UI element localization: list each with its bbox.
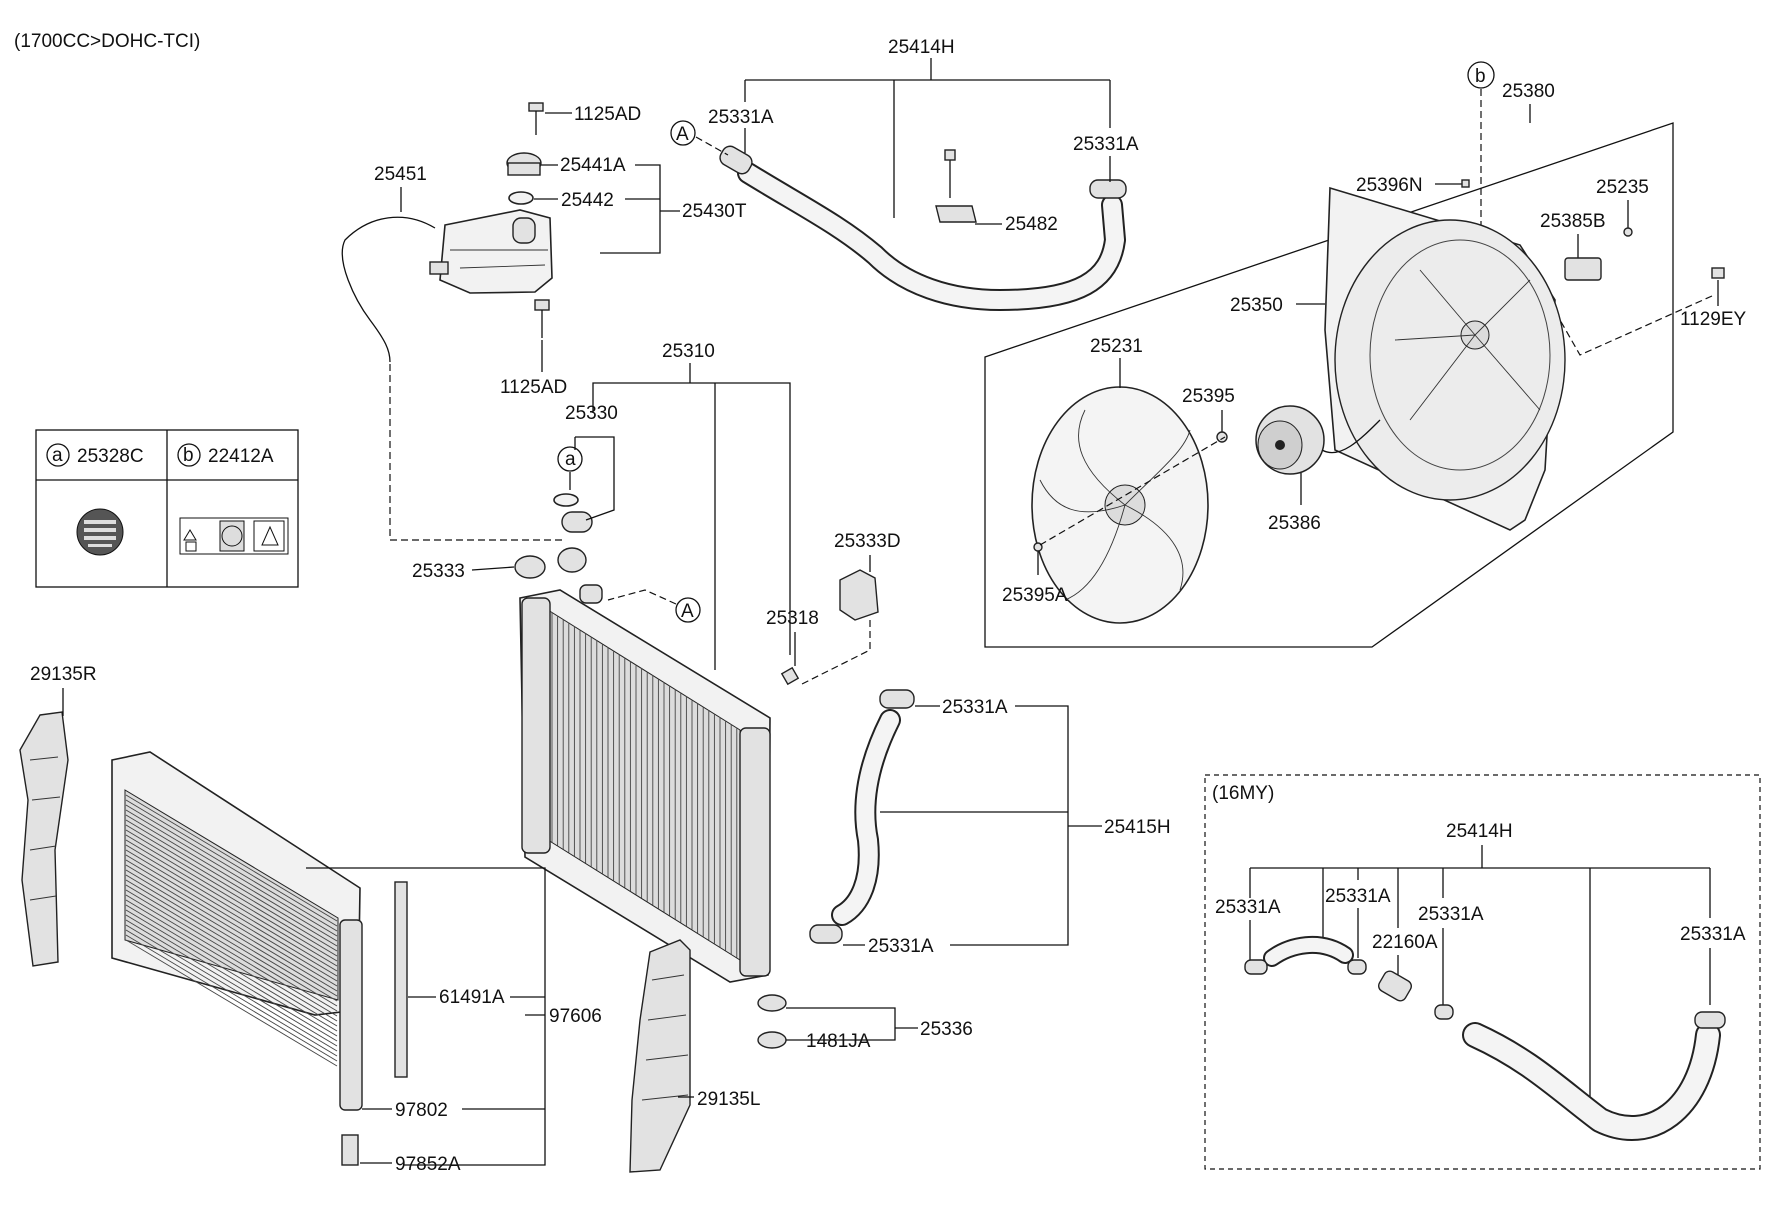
label-61491A: 61491A xyxy=(439,987,505,1008)
resistor-25385B xyxy=(1564,257,1602,281)
legend-part-a: 25328C xyxy=(77,446,144,467)
sticker-a-icon xyxy=(76,508,124,556)
label-25333D: 25333D xyxy=(834,531,901,552)
fan-blade-25231 xyxy=(1031,386,1209,624)
condenser-97606 xyxy=(111,751,408,1166)
callout-b-icon xyxy=(177,443,201,467)
legend-letter-a: a xyxy=(52,445,63,466)
label-1481JA: 1481JA xyxy=(806,1031,871,1052)
warning-label-icon xyxy=(179,517,289,555)
label-25333: 25333 xyxy=(412,561,465,582)
label-25350: 25350 xyxy=(1230,295,1283,316)
label-25415H: 25415H xyxy=(1104,817,1171,838)
inset-label-22160A: 22160A xyxy=(1372,932,1438,953)
inset-16my-title: (16MY) xyxy=(1212,783,1274,804)
label-25231: 25231 xyxy=(1090,336,1143,357)
label-25386: 25386 xyxy=(1268,513,1321,534)
label-25331A-top-right: 25331A xyxy=(1073,134,1139,155)
air-guard-29135L xyxy=(629,939,691,1173)
upper-hose-25414H xyxy=(719,145,1127,311)
label-25318: 25318 xyxy=(766,608,819,629)
callout-a-radiator-text: a xyxy=(565,449,576,470)
label-25380: 25380 xyxy=(1502,81,1555,102)
label-25430T: 25430T xyxy=(682,201,747,222)
label-1129EY: 1129EY xyxy=(1680,309,1747,330)
callout-a-icon xyxy=(46,443,70,467)
label-25442: 25442 xyxy=(561,190,614,211)
label-29135R: 29135R xyxy=(30,664,97,685)
label-1125AD-top: 1125AD xyxy=(574,104,641,125)
reservoir-tank-25430T xyxy=(341,102,553,363)
label-25385B: 25385B xyxy=(1540,211,1606,232)
inset-hoses xyxy=(1244,935,1726,1141)
label-25331A-top-left: 25331A xyxy=(708,107,774,128)
inset-label-25331A-4: 25331A xyxy=(1680,924,1746,945)
callout-a-radiator-icon xyxy=(557,446,583,472)
label-25310: 25310 xyxy=(662,341,715,362)
label-25451: 25451 xyxy=(374,164,427,185)
engine-note: (1700CC>DOHC-TCI) xyxy=(14,31,200,52)
label-1125AD-bottom: 1125AD xyxy=(500,377,567,398)
label-25482: 25482 xyxy=(1005,214,1058,235)
inset-16my-frame xyxy=(1204,774,1761,1170)
callout-b-fan-text: b xyxy=(1475,66,1486,87)
air-guard-29135R xyxy=(19,711,69,967)
inset-label-25331A-2: 25331A xyxy=(1325,886,1391,907)
fan-assembly-frame xyxy=(984,122,1674,648)
label-25235: 25235 xyxy=(1596,177,1649,198)
label-29135L: 29135L xyxy=(697,1089,760,1110)
label-25396N: 25396N xyxy=(1356,175,1423,196)
label-25395A: 25395A xyxy=(1002,585,1068,606)
label-97852A: 97852A xyxy=(395,1154,461,1175)
label-97802: 97802 xyxy=(395,1100,448,1121)
label-25414H: 25414H xyxy=(888,37,955,58)
label-25441A: 25441A xyxy=(560,155,626,176)
fan-shroud-25350 xyxy=(1324,186,1566,531)
label-25331A-mid-bottom: 25331A xyxy=(868,936,934,957)
callout-A-top-icon xyxy=(670,120,696,146)
label-25395: 25395 xyxy=(1182,386,1235,407)
inset-label-25331A-3: 25331A xyxy=(1418,904,1484,925)
label-25330: 25330 xyxy=(565,403,618,424)
lower-hose-25415H xyxy=(809,689,915,944)
inset-label-25331A-1: 25331A xyxy=(1215,897,1281,918)
label-97606: 97606 xyxy=(549,1006,602,1027)
radiator-25310 xyxy=(514,493,879,1049)
fan-motor-25386 xyxy=(1255,405,1381,475)
callout-A-top-text: A xyxy=(676,124,689,145)
label-25331A-mid-top: 25331A xyxy=(942,697,1008,718)
legend-letter-b: b xyxy=(183,445,194,466)
callout-A-radiator-icon xyxy=(675,597,701,623)
callout-b-fan-icon xyxy=(1467,61,1495,89)
legend-part-b: 22412A xyxy=(208,446,274,467)
label-25336: 25336 xyxy=(920,1019,973,1040)
callout-A-radiator-text: A xyxy=(681,601,694,622)
legend-table: a 25328C b 22412A xyxy=(35,429,299,588)
inset-label-25414H: 25414H xyxy=(1446,821,1513,842)
